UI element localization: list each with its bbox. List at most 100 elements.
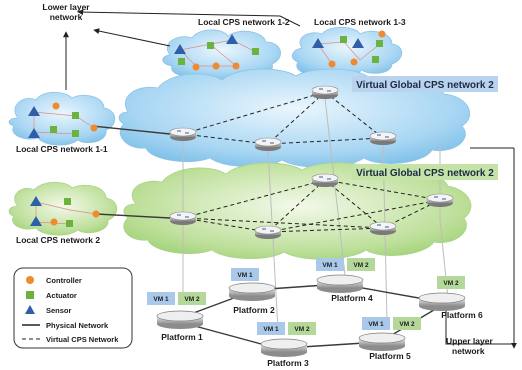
cloud-local-1-2	[162, 29, 281, 81]
vm-label: VM 2	[443, 280, 459, 287]
local-1-2-devices	[174, 34, 259, 71]
sensor-icon	[352, 38, 364, 48]
server-icon	[418, 292, 466, 312]
platform-label: Platform 3	[267, 358, 309, 368]
actuator-icon	[207, 42, 214, 49]
sensor-icon	[28, 106, 40, 116]
controller-icon	[26, 276, 34, 284]
local-cps-1-1-label: Local CPS network 1-1	[16, 144, 108, 154]
vm-label: VM 1	[368, 321, 384, 328]
sensor-icon	[30, 196, 42, 206]
vm-label: VM 2	[294, 326, 310, 333]
server-icon	[228, 282, 276, 302]
actuator-icon	[66, 220, 73, 227]
lower-layer-label-line2: network	[50, 12, 83, 22]
actuator-icon	[252, 48, 259, 55]
platform-label: Platform 1	[161, 332, 203, 342]
cloud-local-1-1	[8, 91, 116, 146]
controller-icon	[52, 102, 60, 110]
router-icon	[369, 221, 397, 236]
legend-sensor: Sensor	[46, 306, 72, 315]
sensor-icon	[226, 34, 238, 44]
router-icon	[169, 127, 197, 142]
actuator-icon	[72, 112, 79, 119]
local-2-devices	[30, 196, 100, 227]
lower-layer-label-line1: Lower layer	[42, 2, 90, 12]
vm-label: VM 1	[322, 262, 338, 269]
vm-label: VM 2	[184, 296, 200, 303]
controller-icon	[212, 62, 220, 70]
actuator-icon	[50, 126, 57, 133]
controller-icon	[50, 218, 58, 226]
platform-label: Platform 5	[369, 351, 411, 361]
sensor-icon	[25, 305, 35, 314]
platform-4: VM 1 VM 2 Platform 4	[316, 258, 375, 303]
local-cps-1-2-label: Local CPS network 1-2	[198, 17, 290, 27]
router-icon	[254, 137, 282, 152]
vm-label: VM 1	[237, 272, 253, 279]
vg-title-bottom-text: Virtual Global CPS network 2	[356, 168, 494, 179]
vg-title-top-text: Virtual Global CPS network 2	[356, 80, 494, 91]
server-icon	[260, 338, 308, 358]
local-to-global-links	[91, 125, 171, 219]
actuator-icon	[64, 198, 71, 205]
router-icon	[369, 131, 397, 146]
platform-label: Platform 6	[441, 310, 483, 320]
legend-physical-network: Physical Network	[46, 321, 109, 330]
upper-layer-label-line2: network	[452, 346, 485, 356]
actuator-icon	[72, 130, 79, 137]
platform-3: VM 1 VM 2 Platform 3	[257, 322, 316, 368]
sensor-icon	[28, 128, 40, 138]
vm-label: VM 1	[263, 326, 279, 333]
router-icon	[169, 211, 197, 226]
virtual-links-bottom	[182, 179, 441, 233]
platform-label: Platform 4	[331, 293, 373, 303]
legend-virtual-cps-network: Virtual CPS Network	[46, 335, 119, 344]
legend-actuator: Actuator	[46, 291, 77, 300]
local-1-3-devices	[312, 30, 386, 68]
sensor-icon	[30, 216, 42, 226]
sensor-icon	[312, 38, 324, 48]
legend-controller: Controller	[46, 276, 82, 285]
platform-5: VM 1 VM 2 Platform 5	[358, 317, 421, 361]
controller-icon	[92, 210, 100, 218]
vm-label: VM 2	[399, 321, 415, 328]
vm-label: VM 2	[353, 262, 369, 269]
platform-1: VM 1 VM 2 Platform 1	[147, 292, 206, 342]
actuator-icon	[340, 36, 347, 43]
actuator-icon	[178, 58, 185, 65]
sensor-icon	[174, 44, 186, 54]
server-icon	[316, 274, 364, 294]
virtual-links-top	[182, 91, 384, 145]
upper-layer-arrow	[445, 147, 517, 349]
controller-icon	[232, 62, 240, 70]
lower-layer-arrows	[63, 9, 301, 90]
cloud-local-1-3	[291, 26, 403, 78]
local-cps-1-3-label: Local CPS network 1-3	[314, 17, 406, 27]
actuator-icon	[372, 56, 379, 63]
actuator-icon	[376, 40, 383, 47]
router-icon	[311, 173, 339, 188]
server-icon	[156, 310, 204, 330]
actuator-icon	[26, 291, 34, 299]
controller-icon	[350, 58, 358, 66]
controller-icon	[378, 30, 386, 38]
local-cps-2-label: Local CPS network 2	[16, 235, 100, 245]
vg-title-bottom: Virtual Global CPS network 2	[352, 164, 498, 180]
controller-icon	[90, 124, 98, 132]
local-1-1-devices	[28, 102, 98, 138]
platform-6: VM 2 Platform 6	[418, 276, 483, 320]
upper-layer-label-line1: Upper layer	[446, 336, 493, 346]
router-icon	[426, 193, 454, 208]
server-icon	[358, 332, 406, 352]
vg-title-top: Virtual Global CPS network 2	[352, 76, 498, 92]
platform-2: VM 1 Platform 2	[228, 268, 276, 315]
platform-label: Platform 2	[233, 305, 275, 315]
router-icon	[311, 85, 339, 100]
controller-icon	[328, 60, 336, 68]
legend: Controller Actuator Sensor Physical Netw…	[13, 267, 133, 349]
controller-icon	[192, 63, 200, 71]
vm-label: VM 1	[153, 296, 169, 303]
router-icon	[254, 225, 282, 240]
